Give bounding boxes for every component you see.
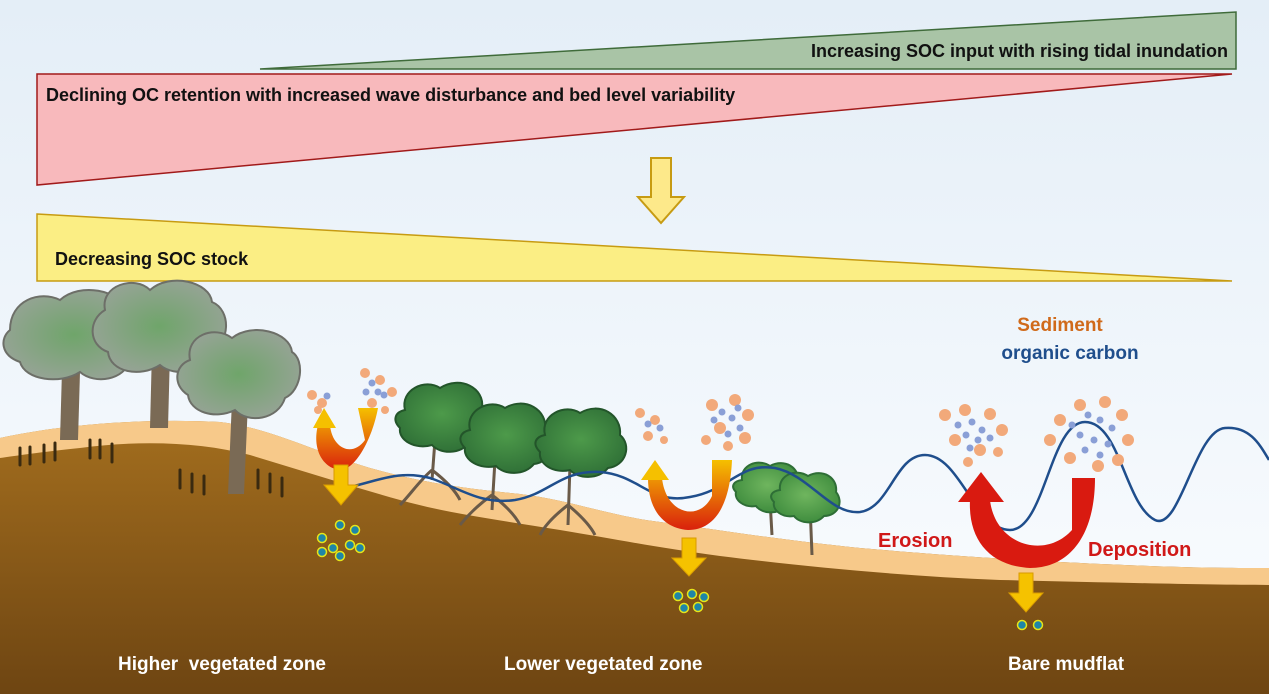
sediment-legend-label: Sediment — [1017, 315, 1103, 336]
burial-arrow-lower — [670, 537, 708, 577]
sediment-top-layer — [0, 420, 1269, 585]
soc-stock-label: Decreasing SOC stock — [55, 249, 249, 269]
soc-input-label: Increasing SOC input with rising tidal i… — [811, 41, 1228, 61]
oc-retention-label: Declining OC retention with increased wa… — [46, 85, 735, 105]
organic-carbon-legend-label: organic carbon — [1001, 343, 1138, 364]
lower-zone-trees — [394, 381, 841, 556]
flux-arrow-higher — [313, 408, 378, 470]
erosion-label: Erosion — [878, 530, 952, 552]
higher-zone-trees — [2, 279, 302, 494]
soil-ground — [0, 420, 1269, 694]
pneumatophores — [18, 438, 284, 498]
down-arrow-icon — [635, 157, 687, 225]
soc-stock-band — [36, 213, 1233, 282]
mudflat-label: Bare mudflat — [1008, 654, 1125, 675]
flux-arrow-mudflat — [958, 472, 1095, 568]
soc-input-band — [259, 11, 1237, 70]
lower-zone-label: Lower vegetated zone — [504, 654, 703, 675]
tidal-wave-line — [349, 420, 1269, 532]
burial-arrow-mudflat — [1007, 572, 1045, 613]
higher-zone-label: Higher vegetated zone — [118, 654, 326, 675]
buried-particles — [316, 519, 1044, 631]
suspended-particle-clusters — [307, 368, 1134, 472]
flux-arrow-lower — [641, 460, 732, 530]
burial-arrow-higher — [322, 464, 360, 506]
oc-retention-band — [36, 73, 1233, 186]
deposition-label: Deposition — [1088, 539, 1191, 561]
